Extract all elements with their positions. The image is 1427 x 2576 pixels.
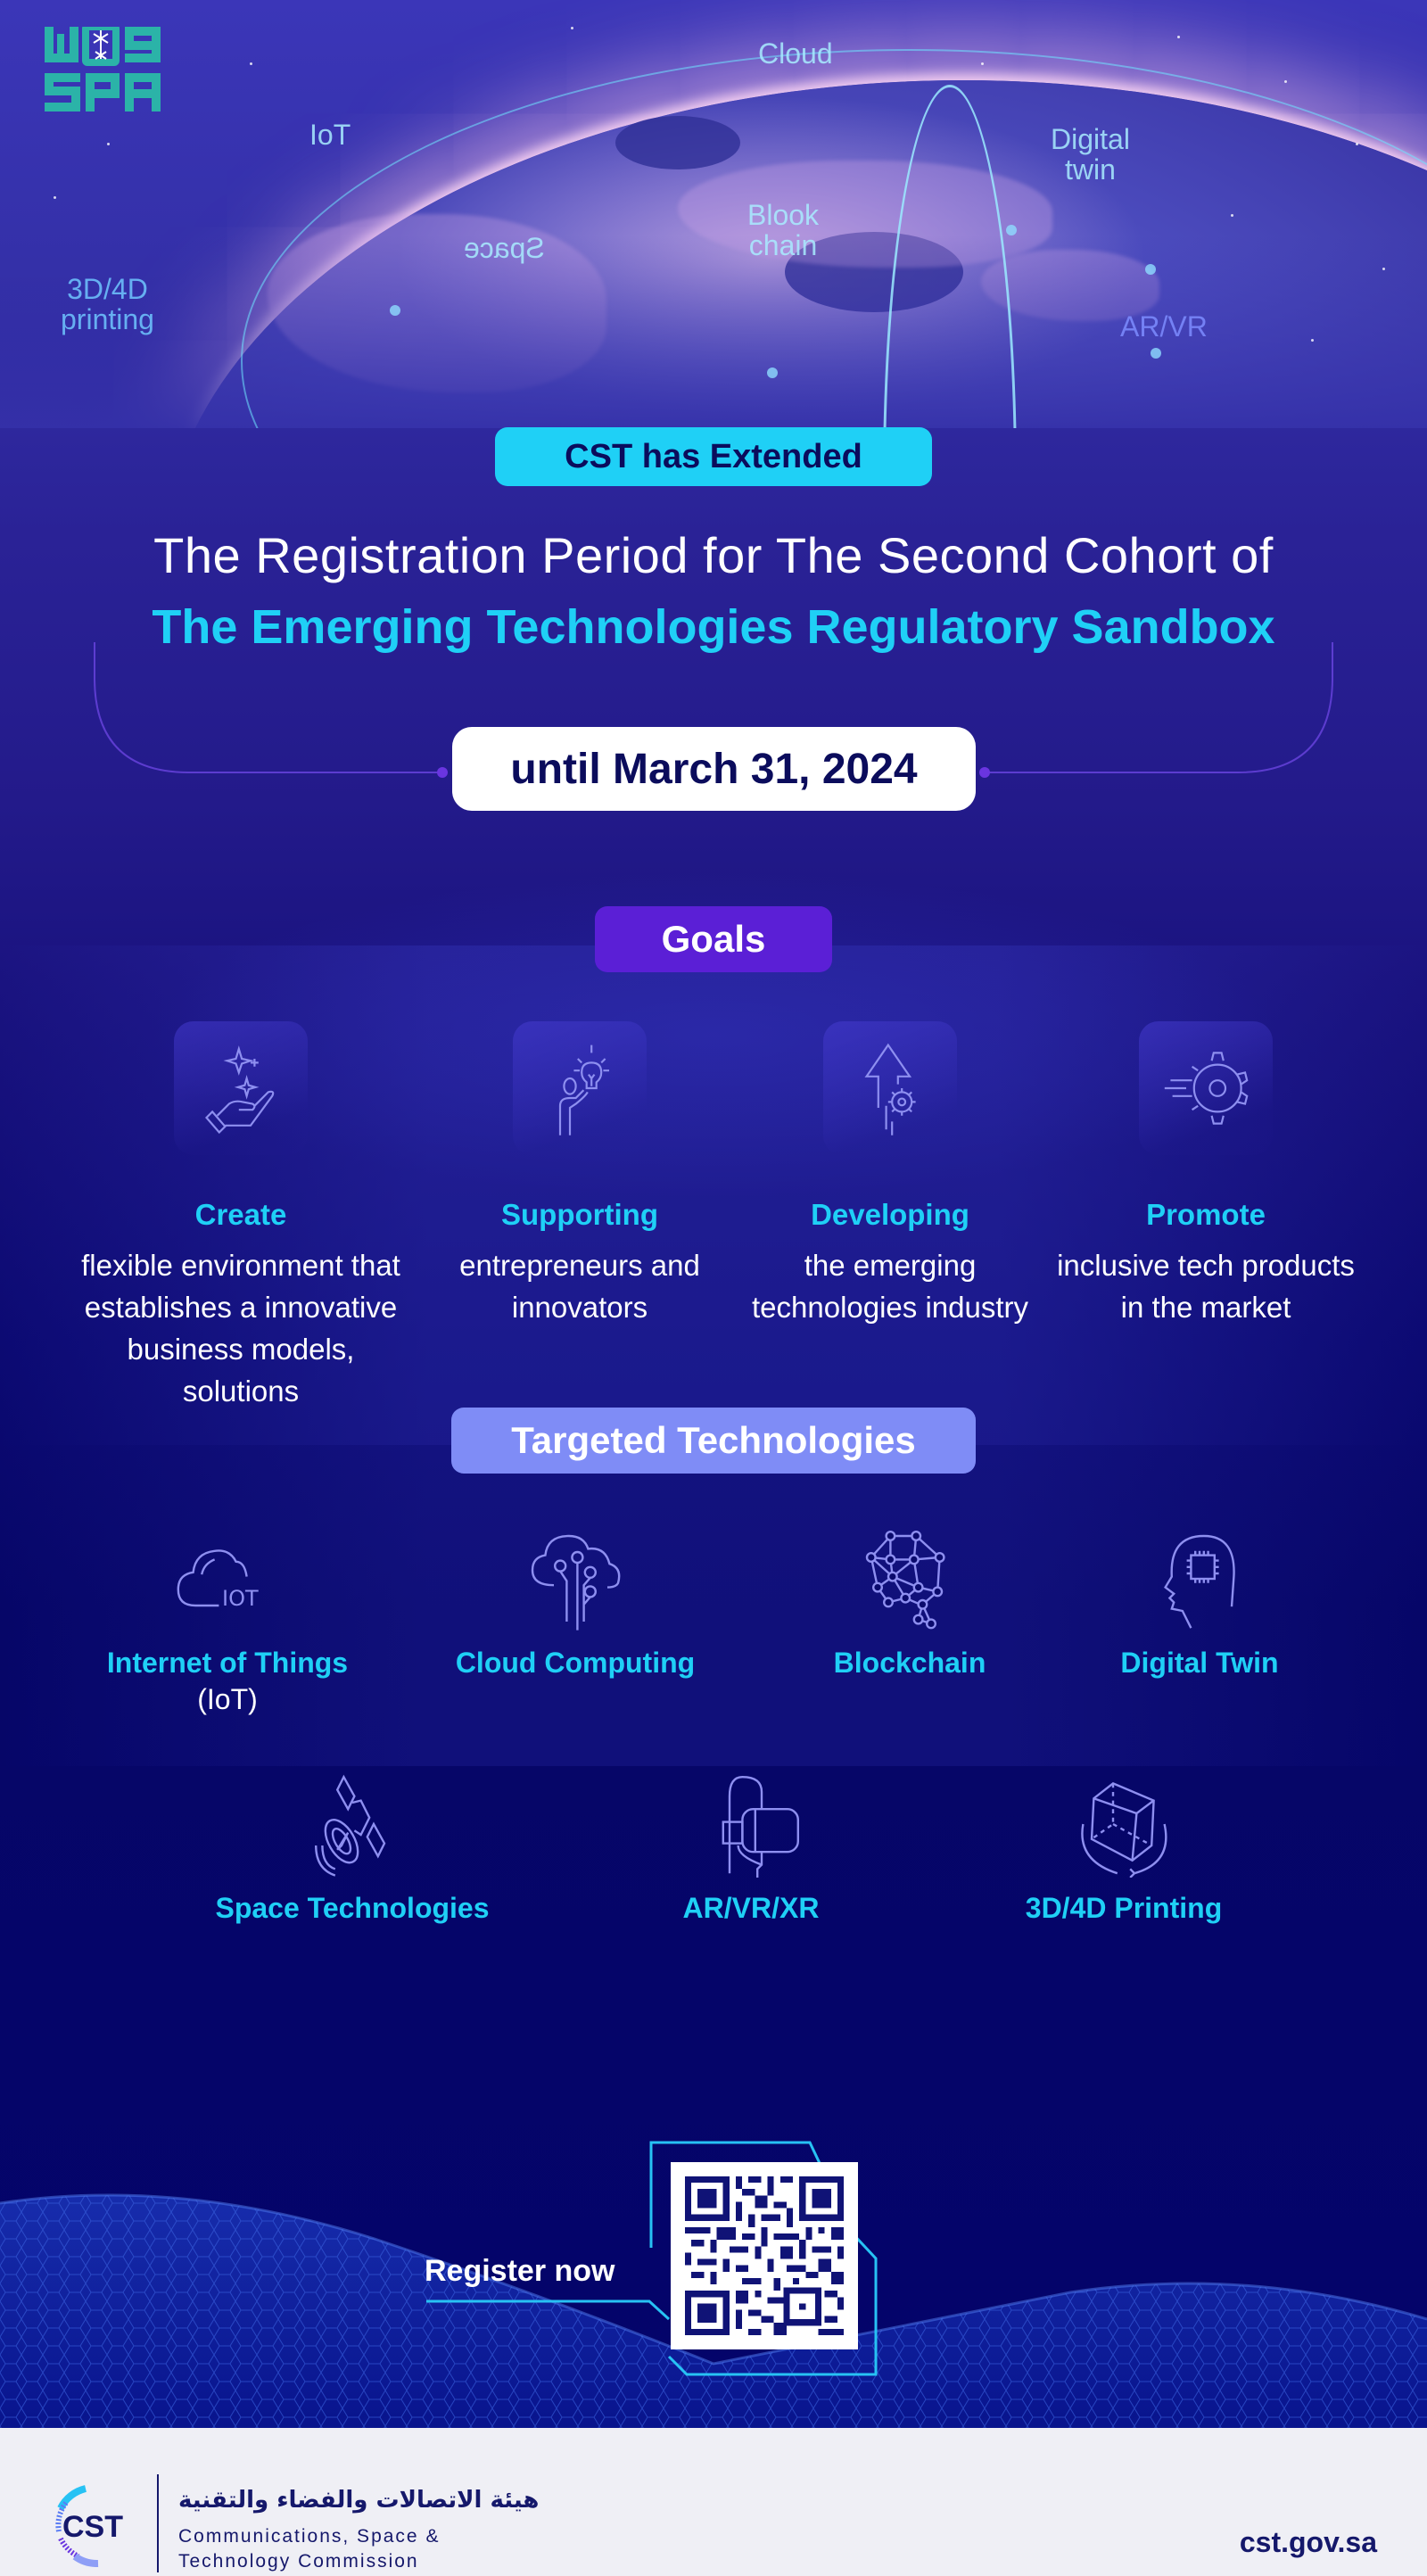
tech-title: Digital Twin [1120, 1647, 1279, 1679]
goal-supporting: Supporting entrepreneurs and innovators [419, 1021, 740, 1328]
goal-title: Developing [811, 1198, 969, 1231]
svg-text:IOT: IOT [222, 1586, 259, 1611]
technologies-heading-badge: Targeted Technologies [451, 1408, 976, 1474]
goal-promote: Promote inclusive tech products in the m… [1045, 1021, 1366, 1328]
tech-title: AR/VR/XR [682, 1892, 820, 1924]
goal-icon-tile [1139, 1021, 1273, 1155]
hero-globe-banner: Cloud IoT Digital twin Blook chain Space… [0, 0, 1427, 428]
hero-label-iot: IoT [309, 119, 351, 151]
goal-title: Promote [1146, 1198, 1266, 1231]
hero-label-cloud: Cloud [758, 37, 833, 70]
svg-text:CST: CST [62, 2510, 123, 2544]
headline-line-2: The Emerging Technologies Regulatory San… [152, 600, 1275, 654]
cst-logo: CST [55, 2485, 123, 2567]
orbit-node [1006, 225, 1017, 235]
tech-cloud-computing: Cloud Computing [433, 1525, 718, 1680]
goal-description: inclusive tech products in the market [1057, 1249, 1355, 1324]
goals-heading-badge: Goals [595, 906, 832, 972]
goal-title: Supporting [501, 1198, 658, 1231]
cloud-circuit-icon [531, 1534, 621, 1631]
goal-description: the emerging technologies industry [751, 1249, 1029, 1324]
hero-label-blockchain: Blook chain [747, 199, 820, 261]
tech-space: Space Technologies [201, 1771, 504, 1925]
orbit-node [767, 367, 778, 378]
goal-icon-tile [823, 1021, 957, 1155]
hero-label-3d-printing: 3D/4D printing [61, 273, 154, 335]
qr-frame-lines [426, 2141, 878, 2376]
hero-label-ar-vr: AR/VR [1120, 310, 1208, 343]
tech-digital-twin: Digital Twin [1057, 1525, 1342, 1680]
person-lightbulb-icon [558, 1044, 609, 1135]
headline-line-1: The Registration Period for The Second C… [153, 527, 1274, 583]
tech-title: Internet of Things [106, 1647, 349, 1679]
hand-sparkles-icon [204, 1045, 275, 1135]
goal-icon-tile [513, 1021, 647, 1155]
website-link[interactable]: cst.gov.sa [1239, 2526, 1377, 2558]
fast-gear-icon [1164, 1052, 1249, 1125]
hex-wave-decoration [0, 2193, 1427, 2428]
goal-create: Create flexible environment that establi… [80, 1021, 401, 1412]
orbit-node [1145, 264, 1156, 275]
iot-cloud-icon: IOT [177, 1549, 259, 1611]
deadline-date-pill: until March 31, 2024 [452, 727, 976, 811]
footer: CST هيئة الاتصالات والفضاء والتقنية Comm… [0, 2428, 1427, 2576]
technologies-band [0, 1445, 1427, 1766]
tech-ar-vr-xr: AR/VR/XR [599, 1771, 903, 1925]
arrow-up-gear-icon [864, 1043, 916, 1135]
tech-title: Blockchain [833, 1647, 986, 1679]
tech-iot: IOT Internet of Things (IoT) [85, 1525, 370, 1716]
orbit-node [1151, 348, 1161, 359]
tech-blockchain: Blockchain [767, 1525, 1052, 1680]
extended-badge: CST has Extended [495, 427, 932, 486]
commission-name-line-2: Technology Commission [178, 2551, 419, 2572]
commission-name-arabic: هيئة الاتصالات والفضاء والتقنية [178, 2487, 540, 2514]
tech-title: 3D/4D Printing [1025, 1892, 1223, 1924]
tech-title: Cloud Computing [455, 1647, 696, 1679]
goal-description: flexible environment that establishes a … [81, 1249, 400, 1408]
vr-headset-icon [722, 1775, 799, 1878]
goal-developing: Developing the emerging technologies ind… [730, 1021, 1051, 1328]
qr-code-icon [685, 2176, 844, 2335]
tech-subtitle: (IoT) [197, 1683, 258, 1715]
headline-frame-line [94, 642, 1333, 778]
register-now-label: Register now [425, 2254, 615, 2288]
footer-divider [157, 2474, 159, 2572]
hero-label-digital-twin: Digital twin [1051, 123, 1130, 186]
goal-icon-tile [174, 1021, 308, 1155]
spa-logo [45, 27, 161, 111]
commission-name-line-1: Communications, Space & [178, 2526, 441, 2547]
head-chip-icon [1164, 1534, 1235, 1629]
hero-label-space: Space [464, 232, 545, 264]
network-head-icon [865, 1531, 945, 1630]
goal-description: entrepreneurs and innovators [459, 1249, 700, 1324]
rotating-cube-icon [1081, 1782, 1167, 1878]
satellite-icon [315, 1774, 386, 1877]
goal-title: Create [194, 1198, 287, 1231]
orbit-node [390, 305, 400, 316]
commission-name-english: Communications, Space & Technology Commi… [178, 2524, 440, 2574]
tech-3d-printing: 3D/4D Printing [972, 1771, 1275, 1925]
tech-title: Space Technologies [215, 1892, 490, 1924]
registration-qr-code[interactable] [671, 2162, 858, 2349]
